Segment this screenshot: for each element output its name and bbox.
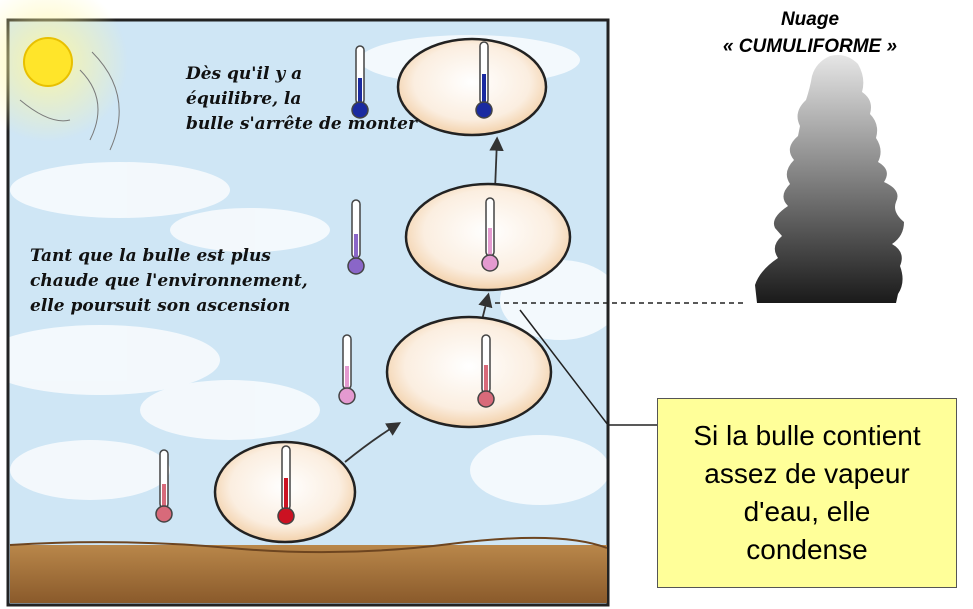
thermometer-icon-env-1 <box>155 449 173 523</box>
bubble-4 <box>396 37 548 137</box>
callout-text: Si la bulle contient assez de vapeur d'e… <box>693 420 921 565</box>
condensation-callout: Si la bulle contient assez de vapeur d'e… <box>657 398 957 588</box>
bubble-2 <box>385 315 553 429</box>
cumuliform-cloud-icon <box>755 55 904 303</box>
thermometer-icon-bubble-2 <box>477 334 495 408</box>
thermometer-icon-bubble-3 <box>481 197 499 272</box>
cloud-title: Nuage « CUMULIFORME » <box>680 6 940 60</box>
thermometer-icon-env-3 <box>347 199 365 275</box>
equilibrium-caption: Dès qu'il y a équilibre, la bulle s'arrê… <box>186 64 417 134</box>
cloud-title-text: Nuage « CUMULIFORME » <box>722 9 898 57</box>
sun-icon <box>0 0 128 151</box>
ground <box>9 536 608 603</box>
thermometer-icon-bubble-1 <box>277 445 295 525</box>
thermometer-icon-env-4 <box>351 45 369 119</box>
illustration-frame <box>6 18 610 607</box>
callout-connector-line <box>519 309 657 426</box>
ascension-caption: Tant que la bulle est plus chaude que l'… <box>30 246 308 316</box>
thermometer-icon-bubble-4 <box>475 41 493 119</box>
thermometer-icon-env-2 <box>338 334 356 405</box>
